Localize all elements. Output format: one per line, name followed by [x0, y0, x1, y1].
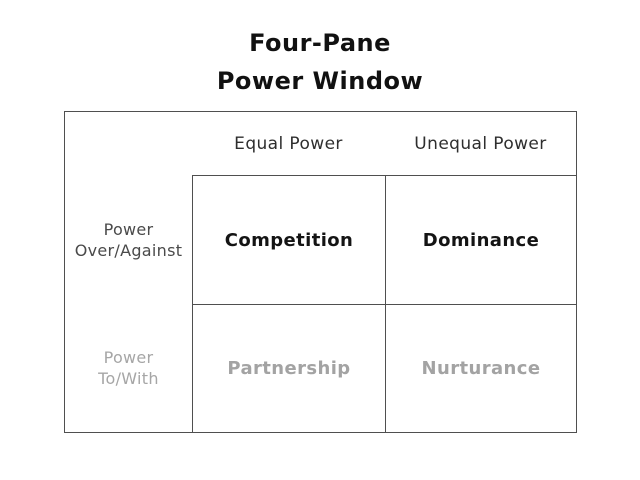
- diagram-title-line-2: Power Window: [216, 67, 424, 95]
- cell-partnership: Partnership: [193, 305, 386, 432]
- cell-dominance: Dominance: [386, 176, 576, 305]
- row-header-line: Over/Against: [74, 240, 183, 260]
- power-matrix-frame: Equal Power Unequal Power Power Over/Aga…: [64, 111, 577, 433]
- diagram-title-line-1: Four-Pane: [249, 29, 391, 57]
- row-header-power-over-against: Power Over/Against: [65, 175, 192, 304]
- row-header-power-to-with: Power To/With: [65, 304, 192, 432]
- power-matrix-grid: Competition Dominance Partnership Nurtur…: [192, 175, 576, 432]
- column-header-equal-power: Equal Power: [234, 133, 343, 154]
- row-header-line: Power: [103, 219, 154, 239]
- cell-nurturance: Nurturance: [421, 358, 541, 379]
- row-header-line: To/With: [98, 369, 159, 388]
- column-header-unequal-power: Unequal Power: [414, 133, 547, 154]
- row-header-line: Power: [103, 348, 154, 367]
- cell-competition: Competition: [193, 176, 386, 305]
